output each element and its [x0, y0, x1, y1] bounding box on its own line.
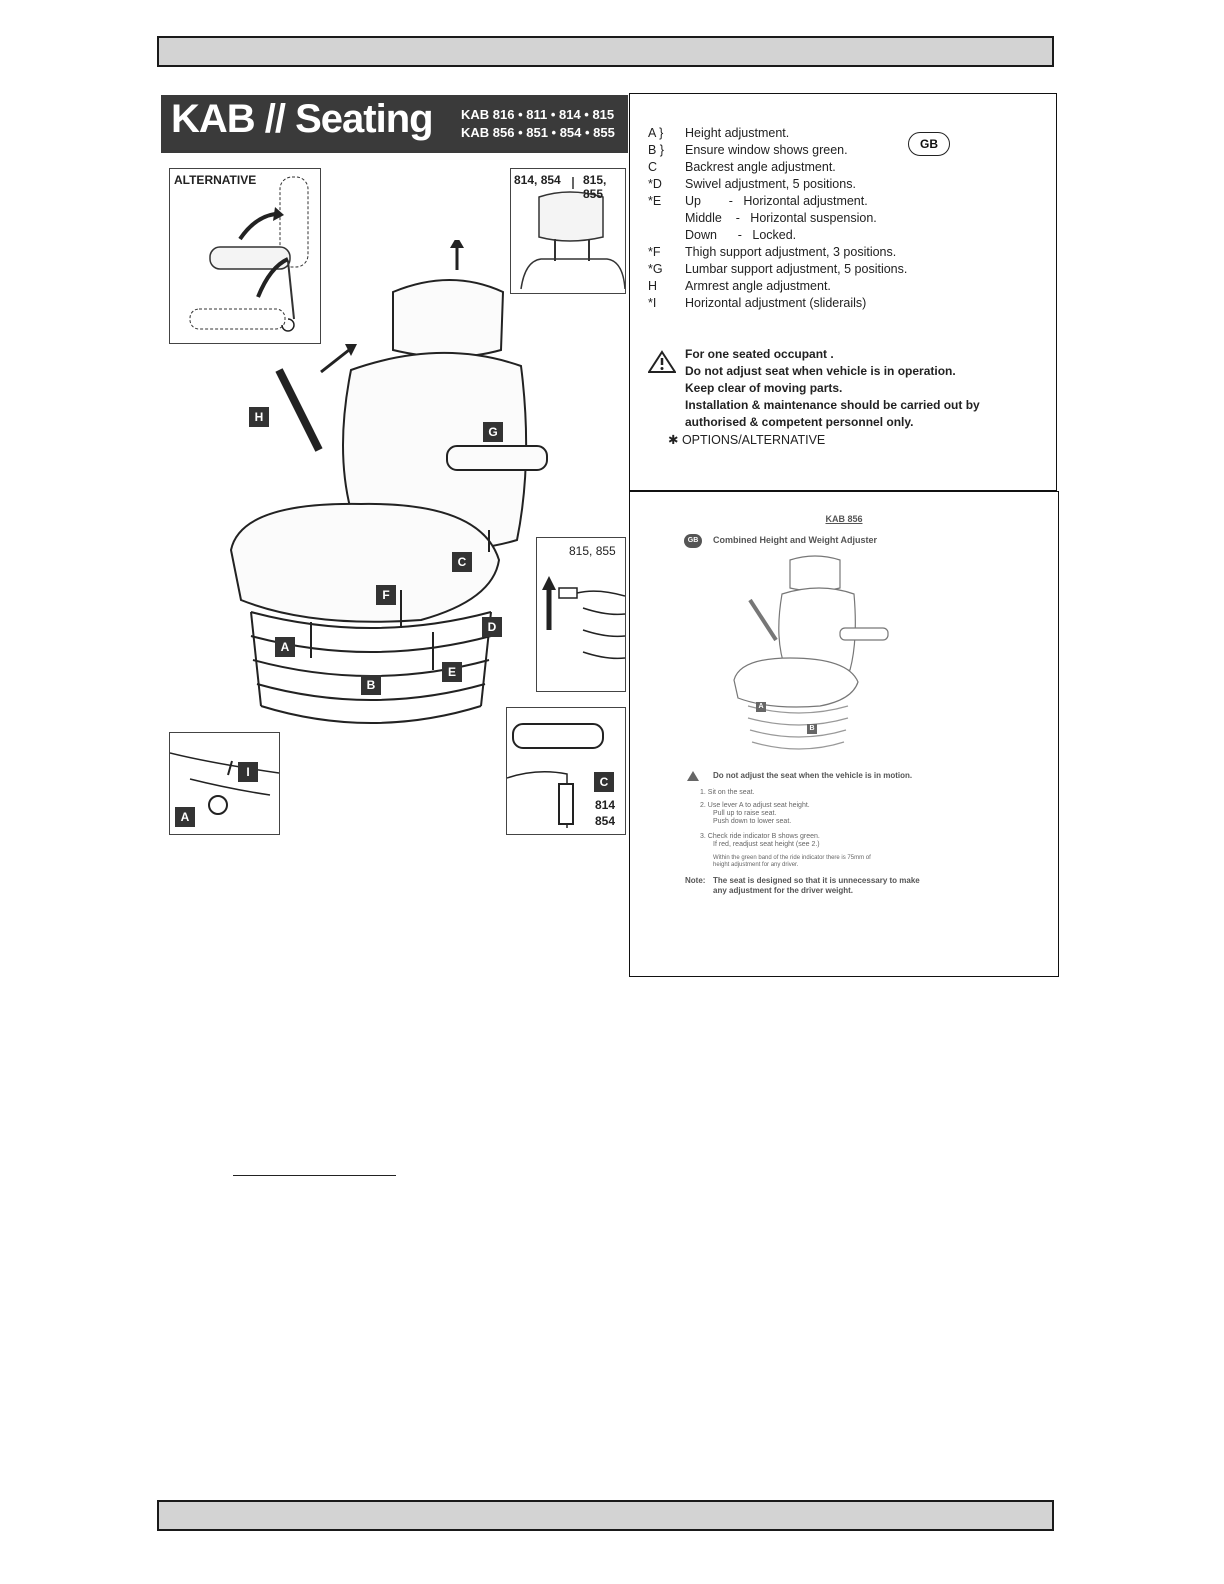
inset-headrest: 814, 854 815, 855 [510, 168, 626, 294]
adjuster-title: KAB 856 [825, 514, 863, 524]
underline-rule [233, 1175, 396, 1176]
inset-side-lever: 815, 855 [536, 537, 626, 692]
inset-side-label: 815, 855 [569, 544, 616, 558]
model-list-1: KAB 816 • 811 • 814 • 815 [461, 107, 615, 122]
headrest-illustration [520, 177, 626, 290]
adjuster-note-label: Note: [685, 876, 706, 885]
adjuster-callout-b: B [807, 724, 817, 734]
warning-line: Installation & maintenance should be car… [685, 398, 980, 412]
callout-i: I [238, 762, 258, 782]
adjuster-note-line-1: The seat is designed so that it is unnec… [713, 876, 920, 885]
warning-line: authorised & competent personnel only. [685, 415, 914, 429]
callout-h: H [249, 407, 269, 427]
side-lever-illustration [542, 576, 626, 660]
slide-rail-illustration [169, 752, 280, 815]
callout-c-inset: C [594, 772, 614, 792]
inset-headrest-label-b: 815, 855 [583, 173, 607, 201]
adjuster-step-2c: Push down to lower seat. [713, 818, 792, 825]
callout-b: B [361, 675, 381, 695]
adjuster-callout-a: A [756, 702, 766, 712]
callout-g: G [483, 422, 503, 442]
adjuster-warning: Do not adjust the seat when the vehicle … [713, 771, 913, 780]
seat-diagram-panel: KAB // Seating KAB 816 • 811 • 814 • 815… [161, 95, 628, 835]
legend-panel: GB A } Height adjustment. B } Ensure win… [629, 93, 1057, 491]
armrest-illustration [189, 176, 309, 332]
inset-armrest-model-1: 814 [595, 798, 616, 812]
footer-bar [157, 1500, 1054, 1531]
warning-icon [648, 350, 676, 373]
adjuster-seat-illustration [733, 555, 889, 750]
inset-alternative-armrest: ALTERNATIVE [169, 168, 321, 344]
warning-line: Keep clear of moving parts. [685, 381, 843, 395]
adjuster-step-2b: Pull up to raise seat. [713, 810, 777, 817]
brand-logo: KAB // Seating [171, 97, 434, 141]
callout-c: C [452, 552, 472, 572]
brand-banner: KAB // Seating KAB 816 • 811 • 814 • 815… [161, 95, 628, 153]
header-bar [157, 36, 1054, 67]
options-note: ✱ OPTIONS/ALTERNATIVE [668, 433, 826, 447]
adjuster-warning-icon [687, 771, 699, 781]
inset-armrest-angle: 814 854 [506, 707, 626, 835]
inset-headrest-label-a: 814, 854 [514, 173, 561, 187]
adjuster-subtitle: Combined Height and Weight Adjuster [713, 535, 877, 545]
adjuster-language-badge: GB [684, 534, 702, 548]
adjuster-note-line-2: any adjustment for the driver weight. [713, 886, 854, 895]
seat-illustration [229, 240, 548, 724]
callout-d: D [482, 617, 502, 637]
armrest-angle-illustration [506, 723, 604, 828]
adjuster-instructions-panel: KAB 856 GB Combined Height and Weight Ad… [629, 491, 1059, 977]
adjuster-step-3c: Within the green band of the ride indica… [713, 855, 871, 861]
warning-line: Do not adjust seat when vehicle is in op… [685, 364, 956, 378]
inset-alternative-label: ALTERNATIVE [174, 173, 257, 187]
callout-f: F [376, 585, 396, 605]
callout-a-inset: A [175, 807, 195, 827]
callout-e: E [442, 662, 462, 682]
callout-a: A [275, 637, 295, 657]
warning-line: For one seated occupant . [685, 347, 834, 361]
adjuster-step-3b: If red, readjust seat height (see 2.) [713, 841, 820, 848]
adjuster-step-3a: 3. Check ride indicator B shows green. [700, 833, 820, 840]
adjuster-step-2a: 2. Use lever A to adjust seat height. [700, 802, 810, 809]
adjuster-step-1: 1. Sit on the seat. [700, 789, 755, 796]
language-badge: GB [908, 132, 950, 156]
adjuster-step-3d: height adjustment for any driver. [713, 862, 799, 868]
model-list-2: KAB 856 • 851 • 854 • 855 [461, 125, 615, 140]
inset-armrest-model-2: 854 [595, 814, 616, 828]
